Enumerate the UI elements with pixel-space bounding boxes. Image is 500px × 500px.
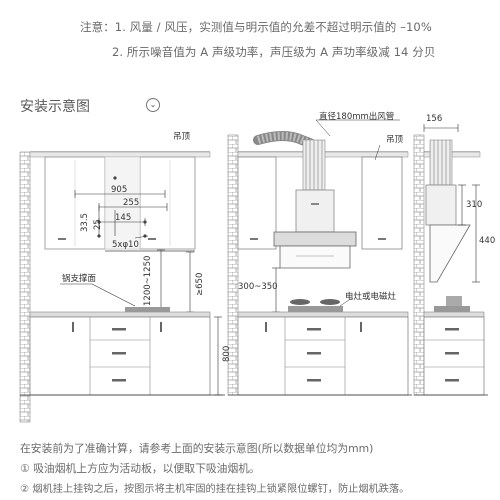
exhaust-duct (302, 139, 326, 191)
holes-label: 5xφ10 (112, 240, 139, 250)
left-wall (19, 151, 31, 423)
middle-scene (227, 119, 412, 396)
dim-145: 145 (115, 213, 132, 223)
left-scene (19, 151, 225, 423)
hood-side-chimney (425, 184, 457, 226)
section-title: 安装示意图 (20, 99, 90, 115)
note-line-2: 2. 所示噪音值为 A 声级功率，声压级为 A 声功率级减 14 分贝 (112, 45, 436, 59)
dim-905: 905 (111, 185, 128, 195)
stove-label: 电灶或电磁灶 (345, 292, 397, 302)
duct-label: 直径180mm出风管 (319, 112, 395, 122)
dim-33-5: 33.5 (80, 213, 90, 232)
dim-25: 25 (93, 219, 103, 230)
left-upper-cabinet-right (139, 156, 196, 250)
hood-chimney (295, 189, 335, 233)
chevron-down-icon[interactable]: ⌄ (146, 98, 160, 112)
dim-800: 800 (222, 345, 232, 362)
dim-650: ≥650 (195, 272, 205, 296)
pot-support-label: 锅支撑面 (62, 274, 97, 284)
bottom-note-1: 在安装前为了准确计算，请参考上面的安装示意图(所以数据单位均为mm) (20, 442, 374, 455)
dim-440: 440 (479, 236, 496, 246)
dim-1200-1250: 1200~1250 (143, 255, 153, 306)
dim-310: 310 (466, 200, 483, 210)
right-wall (413, 134, 425, 396)
note-line-1: 注意：1. 风量 / 风压，实测值与明示值的允差不超过明示值的 –10% (80, 20, 432, 34)
right-scene (413, 124, 488, 396)
dim-156: 156 (426, 114, 443, 124)
dim-300-350: 300~350 (238, 282, 278, 292)
middle-ceiling-label: 吊顶 (386, 135, 404, 145)
stove (288, 306, 343, 312)
hood-body (273, 231, 357, 247)
left-ceiling-label: 吊顶 (173, 132, 191, 142)
dim-255: 255 (123, 198, 140, 208)
bottom-note-2: ① 吸油烟机上方应为活动板，以便取下吸油烟机。 (20, 462, 260, 475)
bottom-note-3: ② 烟机挂上挂钩之后，按图示将主机牢固的挂在挂钩上锁紧限位螺钉，防止烟机跌落。 (20, 484, 410, 495)
